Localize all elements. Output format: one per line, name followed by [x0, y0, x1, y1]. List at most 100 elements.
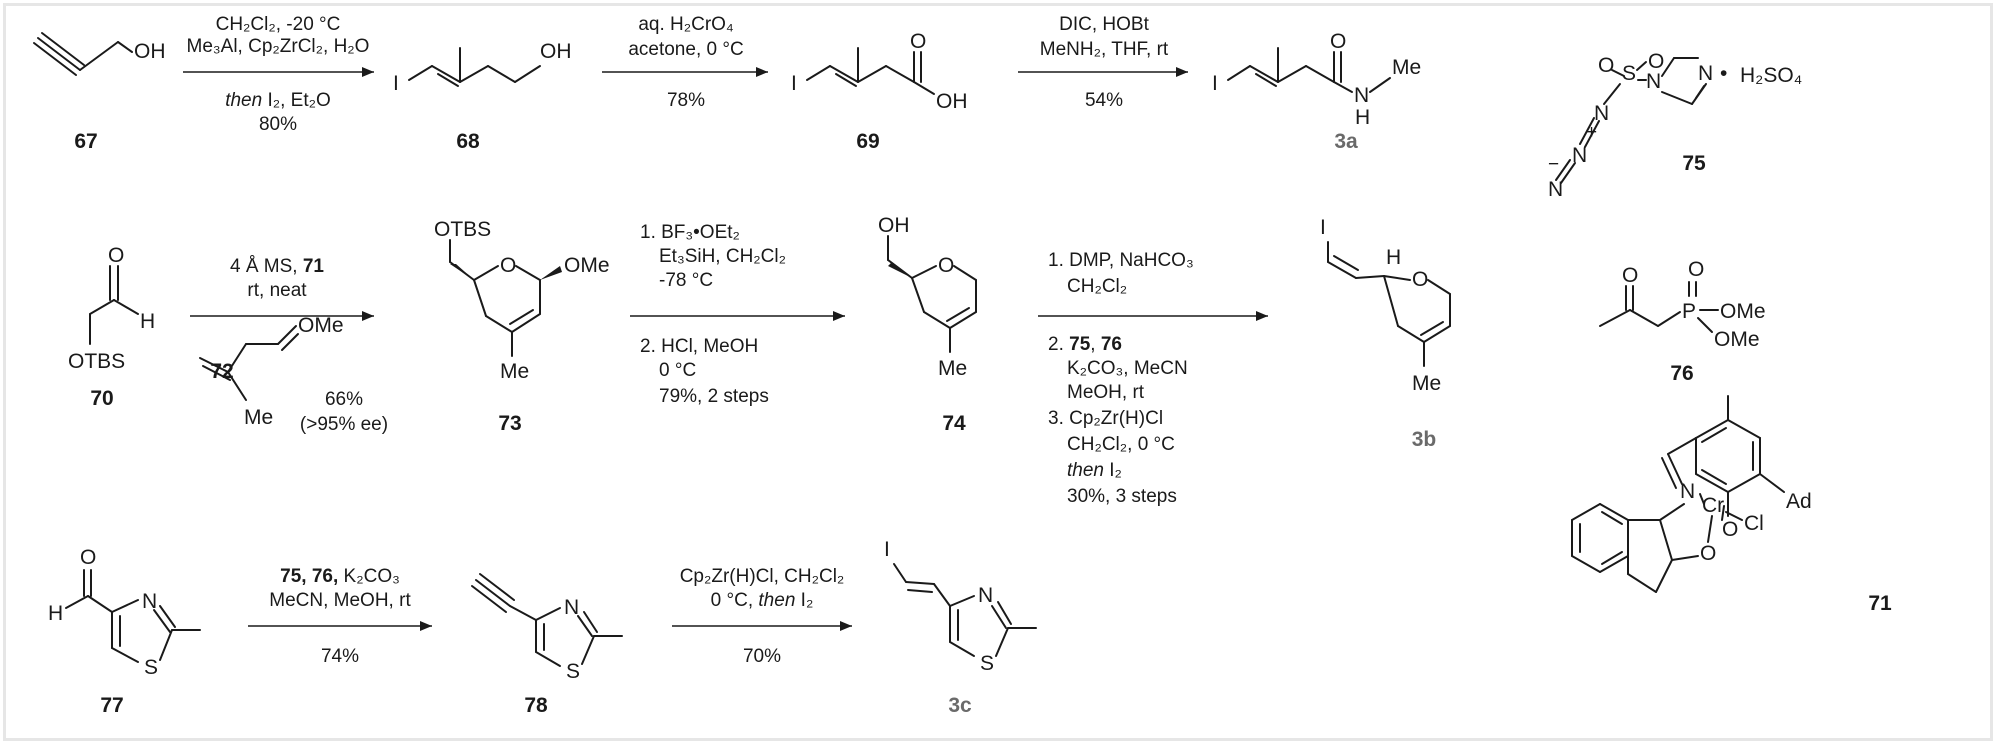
arrowhead-2	[756, 67, 768, 77]
atom-o: O	[108, 244, 124, 267]
r6-s1b: CH₂Cl₂	[1067, 276, 1127, 297]
compound-67-structure: OH	[33, 32, 166, 76]
r1-line3: then I₂, Et₂O	[225, 90, 331, 111]
r6-s1a: 1. DMP, NaHCO₃	[1048, 250, 1194, 271]
charge-plus: +	[1586, 122, 1597, 143]
r5-yield: 79%, 2 steps	[659, 386, 769, 407]
atom-cr: Cr	[1702, 494, 1724, 517]
compound-69-structure: I O OH	[791, 30, 968, 113]
r5-s1b: Et₃SiH, CH₂Cl₂	[659, 246, 786, 267]
atom-n: N	[1572, 144, 1587, 167]
atom-me: Me	[500, 360, 529, 383]
compound-3a-structure: I O N H Me	[1212, 30, 1421, 129]
r3-line1: DIC, HOBt	[1059, 14, 1149, 35]
atom-o: O	[1598, 54, 1614, 77]
atom-n: N	[1354, 84, 1369, 107]
r2-line1: aq. H₂CrO₄	[638, 14, 734, 35]
compound-70-structure: O H OTBS	[68, 244, 155, 373]
atom-h: H	[1355, 106, 1370, 129]
compound-71-structure: Ad N O Cr Cl O	[1571, 395, 1812, 593]
r8-line2: 0 °C, then I₂	[711, 590, 814, 611]
arrowhead-8	[840, 621, 852, 631]
atom-s: S	[144, 656, 158, 679]
atom-otbs: OTBS	[434, 218, 491, 241]
r7-yield: 74%	[321, 646, 359, 667]
compound-71-label: 71	[1868, 592, 1892, 615]
atom-otbs: OTBS	[68, 350, 125, 373]
atom-i: I	[393, 72, 399, 95]
r5-s2b: 0 °C	[659, 360, 696, 381]
atom-me: Me	[938, 357, 967, 380]
atom-p: P	[1682, 300, 1696, 323]
atom-ome: OMe	[1720, 300, 1766, 323]
atom-n: N	[1548, 178, 1563, 201]
compound-68-structure: I OH	[393, 40, 572, 95]
r4-line1: 4 Å MS, 71	[230, 256, 324, 277]
r6-yield: 30%, 3 steps	[1067, 486, 1177, 507]
r3-yield: 54%	[1085, 90, 1123, 111]
atom-h: H	[140, 310, 155, 333]
atom-oh: OH	[936, 90, 968, 113]
r6-s2a: 2. 75, 76	[1048, 334, 1122, 355]
compound-3c-structure: I N S	[884, 538, 1037, 675]
atom-o: O	[1688, 258, 1704, 281]
atom-s: S	[980, 652, 994, 675]
r5-s1a: 1. BF₃•OEt₂	[640, 222, 740, 243]
reagent-72-label: 72	[210, 360, 233, 383]
compound-3b-label: 3b	[1412, 428, 1437, 451]
atom-me: Me	[1392, 56, 1421, 79]
atom-o: O	[500, 254, 516, 277]
arrowhead-3	[1176, 67, 1188, 77]
compound-3a-label: 3a	[1334, 130, 1358, 153]
atom-o: O	[910, 30, 926, 53]
r4-yield: 66%	[325, 389, 363, 410]
r1-yield: 80%	[259, 114, 297, 135]
h2so4: H₂SO₄	[1740, 64, 1802, 87]
compound-77-structure: O H N S	[48, 546, 201, 679]
reagent-72-structure: OMe Me	[199, 314, 344, 429]
charge-minus: −	[1548, 154, 1559, 175]
compound-77-label: 77	[100, 694, 123, 717]
r7-line1: 75, 76, K₂CO₃	[280, 566, 400, 587]
atom-cl: Cl	[1744, 512, 1764, 535]
compound-78-label: 78	[524, 694, 548, 717]
arrowhead-4	[362, 311, 374, 321]
compound-3b-structure: I H O Me	[1320, 216, 1451, 395]
compound-67-label: 67	[74, 130, 97, 153]
bullet: •	[1720, 62, 1727, 85]
atom-o: O	[1700, 542, 1716, 565]
compound-73-structure: OTBS O OMe Me	[434, 218, 610, 383]
atom-o: O	[1412, 268, 1428, 291]
r6-s2c: MeOH, rt	[1067, 382, 1145, 403]
r2-yield: 78%	[667, 90, 705, 111]
atom-i: I	[1212, 72, 1218, 95]
r4-line2: rt, neat	[247, 280, 307, 301]
atom-oh: OH	[134, 40, 166, 63]
atom-ome: OMe	[1714, 328, 1760, 351]
atom-o: O	[1330, 30, 1346, 53]
compound-3c-label: 3c	[948, 694, 972, 717]
atom-i: I	[791, 72, 797, 95]
compound-78-structure: N S	[471, 573, 623, 683]
compound-69-label: 69	[856, 130, 879, 153]
atom-n: N	[142, 590, 157, 613]
r6-s3c: then I₂	[1067, 460, 1122, 481]
atom-o: O	[80, 546, 96, 569]
r4-ee: (>95% ee)	[300, 414, 388, 435]
atom-n: N	[1680, 480, 1695, 503]
atom-s: S	[1622, 62, 1636, 85]
r5-s2a: 2. HCl, MeOH	[640, 336, 758, 357]
atom-oh: OH	[540, 40, 572, 63]
atom-h: H	[1386, 246, 1401, 269]
r2-line2: acetone, 0 °C	[628, 39, 743, 60]
arrowhead-5	[833, 311, 845, 321]
compound-76-structure: O P O OMe OMe	[1599, 258, 1766, 351]
atom-ad: Ad	[1786, 490, 1812, 513]
atom-o: O	[1722, 518, 1738, 541]
atom-n: N	[1646, 70, 1661, 93]
atom-o: O	[1622, 264, 1638, 287]
atom-n: N	[564, 596, 579, 619]
r8-line1: Cp₂Zr(H)Cl, CH₂Cl₂	[680, 566, 845, 587]
compound-70-label: 70	[90, 387, 113, 410]
compound-74-structure: OH O Me	[878, 214, 977, 380]
